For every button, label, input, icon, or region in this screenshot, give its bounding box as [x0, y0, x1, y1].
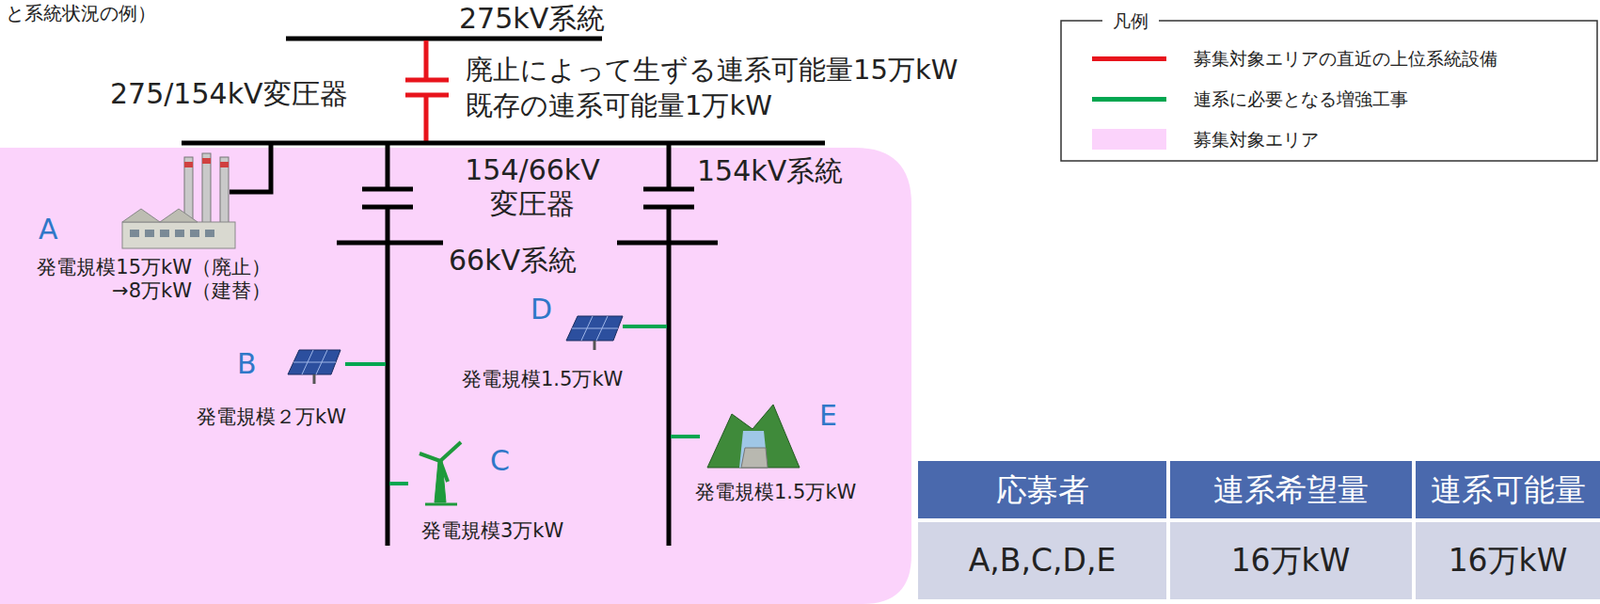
legend-line-sample [1092, 56, 1167, 62]
transformer-label: 275/154kV変圧器 [110, 77, 349, 111]
table-header: 連系希望量 [1213, 471, 1369, 509]
generator-letter: E [819, 398, 838, 433]
legend-text: 募集対象エリアの直近の上位系統設備 [1193, 47, 1498, 70]
factory-icon [122, 153, 236, 249]
table-grid [918, 460, 1600, 600]
generator-scale: 発電規模1.5万kW [695, 480, 856, 505]
legend-text: 募集対象エリア [1193, 128, 1319, 151]
legend-area-sample [1092, 128, 1167, 150]
bus-label: 154kV系統 [697, 154, 843, 189]
generator-scale: 発電規模1.5万kW [461, 367, 623, 392]
legend-frame [1061, 20, 1598, 161]
table-header: 応募者 [996, 471, 1090, 509]
transformer-label: 154/66kV 変圧器 [450, 153, 616, 222]
generator-scale: 発電規模3万kW [421, 519, 564, 543]
windmill-icon [419, 442, 461, 505]
target-area [0, 147, 912, 604]
transformer-154-66-left [336, 142, 444, 546]
generator-letter: C [490, 443, 510, 478]
solar-icon [566, 316, 623, 350]
bus-154kv [181, 141, 825, 146]
generator-letter: D [530, 292, 553, 327]
table-cell: 16万kW [1448, 541, 1569, 580]
bus-275kv [285, 36, 602, 42]
generator-scale: 発電規模２万kW [196, 405, 347, 429]
capacity-note: 廃止によって生ずる連系可能量15万kW [465, 53, 958, 87]
generator-letter: B [237, 347, 257, 381]
legend-line-sample [1092, 96, 1167, 102]
branch-a [229, 142, 271, 192]
solar-icon [287, 349, 341, 384]
dam-icon [707, 404, 800, 468]
bus-label: 66kV系統 [448, 243, 577, 278]
table-cell: 16万kW [1231, 541, 1351, 580]
page-heading: と系統状況の例） [5, 1, 157, 25]
reinforcement-taps [345, 326, 700, 484]
generator-scale: 発電規模15万kW（廃止） →8万kW（建替） [7, 255, 271, 303]
transformer-275-154 [405, 40, 449, 142]
capacity-note: 既存の連系可能量1万kW [465, 89, 773, 123]
legend-heading: 凡例 [1108, 10, 1153, 32]
generator-letter: A [38, 212, 59, 247]
table-cell: A,B,C,D,E [968, 541, 1116, 580]
table-header: 連系可能量 [1430, 471, 1586, 509]
bus-label: 275kV系統 [459, 1, 605, 36]
legend-text: 連系に必要となる増強工事 [1193, 88, 1409, 111]
